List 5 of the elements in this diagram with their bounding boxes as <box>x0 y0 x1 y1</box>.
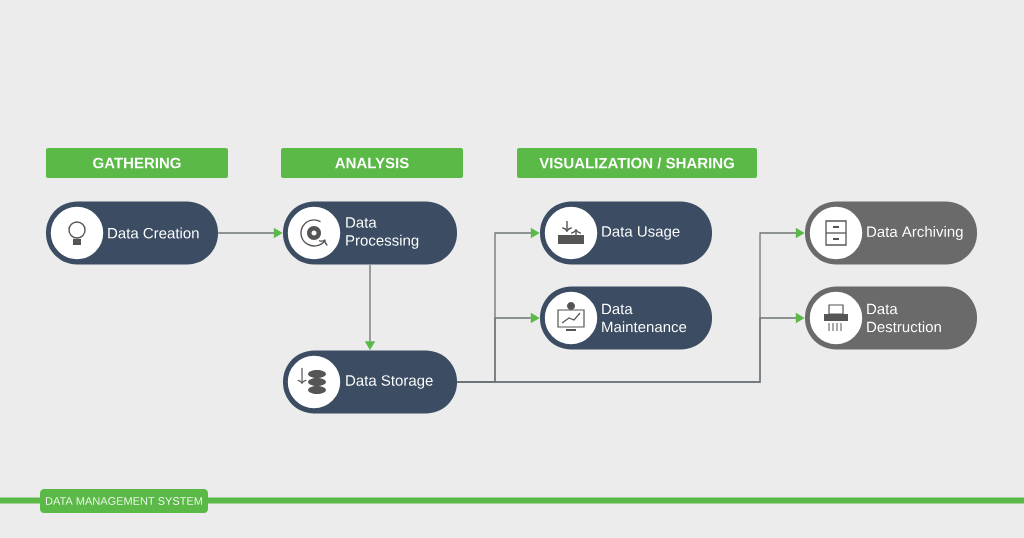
section-banner: ANALYSIS <box>281 148 463 178</box>
arrow <box>456 312 805 383</box>
footer-banner: DATA MANAGEMENT SYSTEM <box>40 489 208 513</box>
section-banner: GATHERING <box>46 148 228 178</box>
section-banner: VISUALIZATION / SHARING <box>517 148 757 178</box>
